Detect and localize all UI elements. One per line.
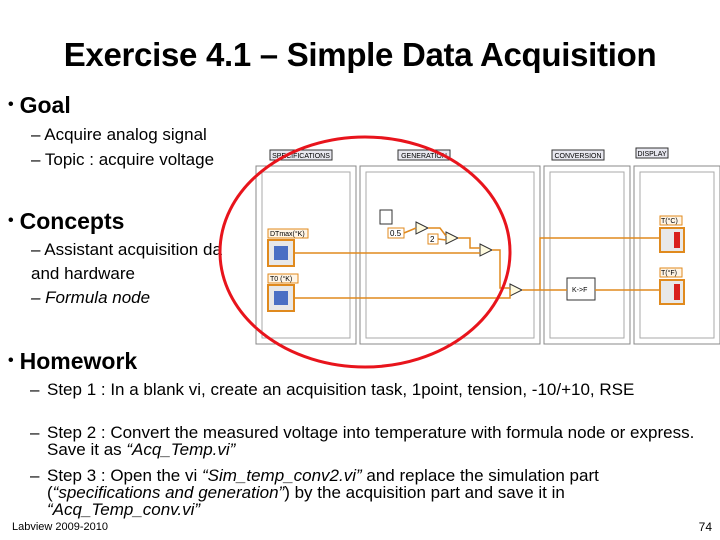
divide-node: [445, 231, 460, 245]
concepts-item-1: – Assistant acquisition da: [31, 240, 222, 259]
conversion-frame: [543, 165, 631, 345]
homework-step-1: – Step 1 : In a blank vi, create an acqu…: [30, 381, 710, 398]
display-inner-frame: [639, 171, 715, 339]
step-text: Step 3 : Open the vi “Sim_temp_conv2.vi”…: [47, 466, 599, 519]
wire-mult: [428, 227, 447, 237]
labview-block-diagram: SPECIFICATIONS GENERATION CONVERSION DIS…: [218, 135, 720, 369]
section-label-generation: GENERATION: [397, 149, 451, 161]
homework-heading: Homework: [19, 348, 138, 374]
concepts-bullet: • Concepts: [8, 208, 124, 235]
slide-title: Exercise 4.1 – Simple Data Acquisition: [63, 36, 657, 73]
goal-heading: Goal: [19, 92, 71, 118]
bullet-dot: •: [8, 352, 14, 369]
highlight-ellipse: [218, 135, 512, 369]
t-celsius-label: T(°C): [661, 217, 678, 225]
t-fahrenheit-label: T(°F): [661, 269, 677, 277]
tmax-label: DTmax(°K): [270, 230, 305, 238]
multiply-node: [415, 221, 430, 235]
step-dash: –: [30, 423, 40, 442]
add-node: [479, 243, 494, 257]
step-dash: –: [30, 380, 40, 399]
homework-step-2: – Step 2 : Convert the measured voltage …: [30, 424, 710, 458]
wire-half: [403, 227, 417, 234]
specifications-label: SPECIFICATIONS: [272, 153, 330, 160]
const-two-label: 2: [430, 235, 435, 244]
display-frame: [633, 165, 720, 345]
section-label-display: DISPLAY: [635, 147, 669, 159]
conversion-inner-frame: [549, 171, 625, 339]
section-label-conversion: CONVERSION: [551, 149, 605, 161]
step-dash: –: [30, 466, 40, 485]
concepts-item-3: – Formula node: [31, 288, 151, 307]
homework-step-3: – Step 3 : Open the vi “Sim_temp_conv2.v…: [30, 467, 710, 518]
t0-label: T0 (°K): [270, 275, 292, 283]
t0-control: T0 (°K): [267, 273, 299, 312]
timer-node: [379, 209, 393, 225]
generation-frame: [359, 165, 541, 345]
wire-t0: [294, 290, 511, 299]
k-to-f-node: [566, 277, 596, 301]
goal-item-2: – Topic : acquire voltage: [31, 150, 215, 169]
generation-label: GENERATION: [401, 153, 447, 160]
bullet-dot: •: [8, 212, 14, 229]
k-to-f-label: K->F: [572, 287, 587, 294]
concepts-item-2: and hardware: [31, 264, 135, 283]
specifications-frame: [255, 165, 357, 345]
bullet-dot: •: [8, 96, 14, 113]
concepts-heading: Concepts: [19, 208, 125, 234]
step-text: Step 2 : Convert the measured voltage in…: [47, 423, 695, 459]
footer-course: Labview 2009-2010: [12, 521, 109, 533]
wire-add: [492, 249, 510, 289]
specifications-inner-frame: [261, 171, 351, 339]
conversion-label: CONVERSION: [554, 153, 601, 160]
wire-div: [458, 237, 480, 249]
step-text: Step 1 : In a blank vi, create an acquis…: [47, 380, 635, 399]
t-celsius-indicator: T(°C): [659, 215, 685, 253]
generation-inner-frame: [365, 171, 535, 339]
homework-bullet: • Homework: [8, 348, 137, 375]
wire-to-celsius: [539, 237, 660, 290]
tmax-control: DTmax(°K): [267, 228, 309, 267]
t-fahrenheit-indicator: T(°F): [659, 267, 685, 305]
const-half-label: 0.5: [390, 229, 402, 238]
page-number: 74: [698, 520, 712, 534]
sum-node: [509, 283, 524, 297]
wire-two: [437, 238, 447, 241]
goal-item-1: – Acquire analog signal: [31, 125, 207, 144]
display-label: DISPLAY: [637, 151, 666, 158]
goal-bullet: • Goal: [8, 92, 71, 119]
wire-group: [294, 227, 660, 299]
